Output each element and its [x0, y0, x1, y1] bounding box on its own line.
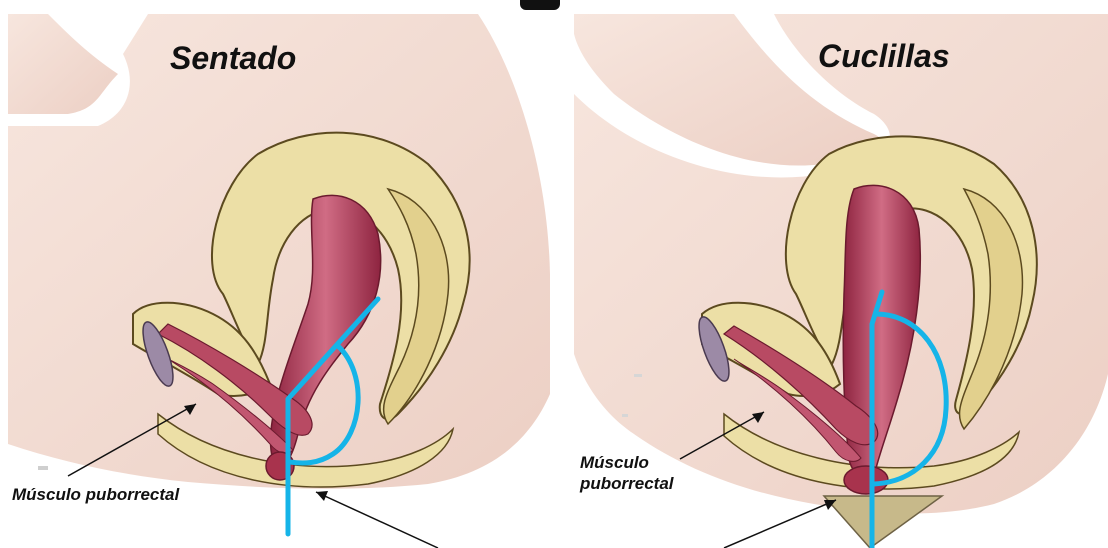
anus-arrow: [316, 492, 438, 548]
body-silhouette: [8, 14, 118, 114]
panel-title-cuclillas: Cuclillas: [818, 38, 950, 75]
muscle-label-cuclillas: Músculo puborrectal: [580, 452, 720, 494]
step-arrow: [724, 500, 836, 548]
panel-sentado: Sentado Músculo puborrectal: [8, 14, 550, 548]
decor-fleck: [634, 374, 642, 377]
panel-title-sentado: Sentado: [170, 40, 296, 77]
decor-fleck: [622, 414, 628, 417]
top-edge-mark: [520, 0, 560, 10]
sentado-illustration: [8, 14, 550, 548]
step-triangle: [824, 496, 942, 548]
muscle-label-sentado: Músculo puborrectal: [12, 484, 179, 505]
panel-cuclillas: Cuclillas Músculo puborrectal: [574, 14, 1108, 548]
anus: [844, 466, 888, 494]
decor-fleck: [38, 466, 48, 470]
